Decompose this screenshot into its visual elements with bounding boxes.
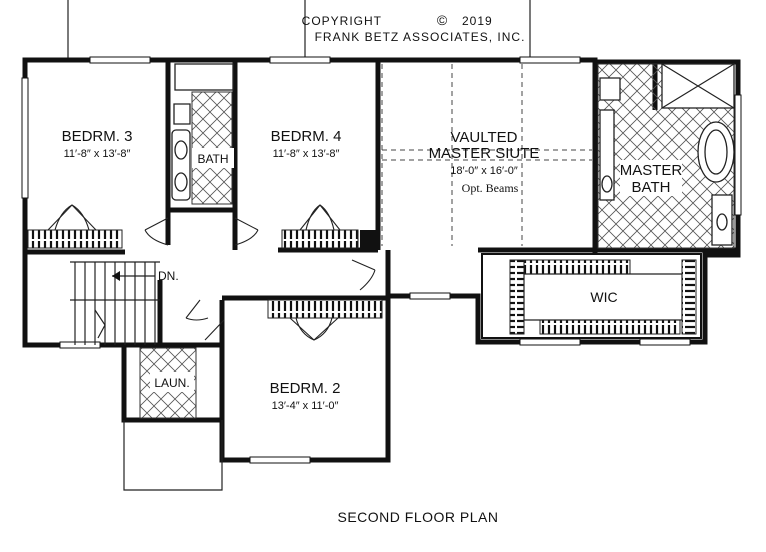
master-bath-name-2: BATH	[632, 179, 671, 196]
exterior-walls	[21, 56, 742, 464]
wic-shelf-right	[681, 259, 697, 335]
wic-shelf-bottom	[539, 319, 681, 335]
stairs-down-label: DN.	[158, 269, 179, 283]
plan-caption: SECOND FLOOR PLAN	[338, 509, 499, 525]
master-suite-dims: 18′-0″ x 16′-0″	[450, 165, 518, 177]
bedroom-2-name: BEDRM. 2	[270, 380, 341, 397]
master-bath-name-1: MASTER	[620, 162, 683, 179]
roof-outline	[67, 0, 531, 58]
wic-shelf-left	[509, 259, 525, 335]
laundry-label: LAUN.	[154, 376, 189, 390]
bedroom-2-closet	[267, 299, 383, 319]
copyright-block: COPYRIGHT © 2019 FRANK BETZ ASSOCIATES, …	[302, 12, 526, 44]
bedroom-3: BEDRM. 3 11′-8″ x 13′-8″	[27, 128, 133, 249]
bath-label: BATH	[197, 152, 228, 166]
hall-doors	[144, 217, 376, 341]
copyright-label: COPYRIGHT	[302, 14, 382, 28]
bedroom-2: BEDRM. 2 13′-4″ x 11′-0″	[267, 299, 383, 412]
bathtub	[174, 63, 234, 91]
hall-bath: BATH	[171, 63, 234, 205]
copyright-symbol: ©	[437, 12, 448, 28]
bedroom-4-closet	[281, 229, 359, 249]
bedroom-4-name: BEDRM. 4	[271, 128, 342, 145]
wic-label: WIC	[590, 289, 617, 305]
master-suite-name-1: VAULTED	[451, 129, 518, 146]
copyright-company: FRANK BETZ ASSOCIATES, INC.	[315, 30, 526, 44]
staircase: DN.	[70, 261, 179, 345]
bedroom-3-closet	[27, 229, 123, 249]
copyright-year: 2019	[462, 14, 493, 28]
bedroom-3-dims: 11′-8″ x 13′-8″	[64, 148, 131, 160]
master-suite-note: Opt. Beams	[462, 181, 519, 195]
master-suite: VAULTED MASTER SIUTE 18′-0″ x 16′-0″ Opt…	[381, 64, 592, 246]
walk-in-closet: WIC	[481, 253, 702, 339]
interior-walls	[25, 60, 738, 420]
laundry: LAUN.	[123, 347, 223, 491]
bedroom-4-dims: 11′-8″ x 13′-8″	[273, 148, 340, 160]
bedroom-3-name: BEDRM. 3	[62, 128, 133, 145]
wic-shelf-top	[509, 259, 631, 275]
bedroom-4: BEDRM. 4 11′-8″ x 13′-8″	[271, 128, 359, 249]
bedroom-2-dims: 13′-4″ x 11′-0″	[272, 400, 339, 412]
master-bath: MASTER BATH	[597, 63, 735, 249]
master-suite-name-2: MASTER SIUTE	[429, 145, 540, 162]
